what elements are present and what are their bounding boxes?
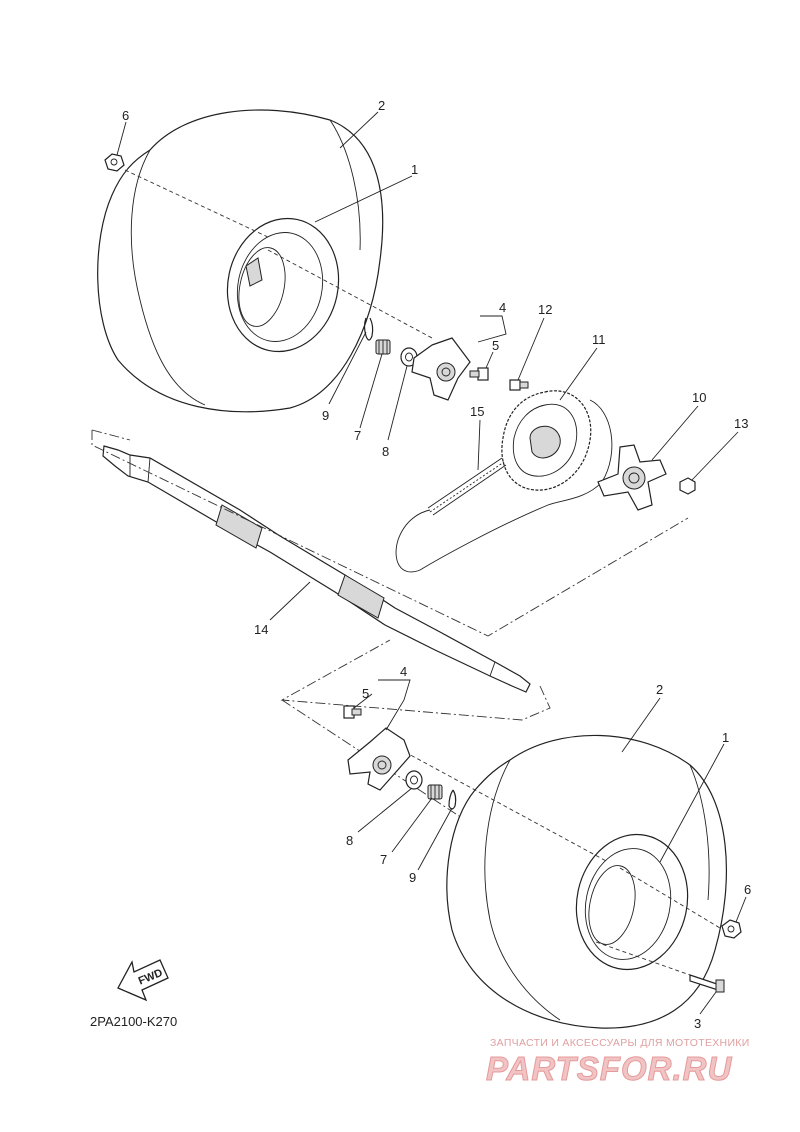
drive-chain[interactable] <box>395 399 613 573</box>
top-wheel-nut[interactable] <box>104 153 125 172</box>
leader-lines <box>116 111 747 1015</box>
callout-14: 14 <box>254 622 268 637</box>
tire-valve[interactable] <box>689 974 725 993</box>
callout-8-top: 8 <box>382 444 389 459</box>
top-cotter-pin[interactable] <box>363 317 374 341</box>
callout-5-bottom: 5 <box>362 686 369 701</box>
bottom-hub[interactable] <box>347 727 411 791</box>
callout-9-top: 9 <box>322 408 329 423</box>
callout-4-top: 4 <box>499 300 506 315</box>
rear-sprocket[interactable] <box>501 390 592 491</box>
callout-10: 10 <box>692 390 706 405</box>
callout-15: 15 <box>470 404 484 419</box>
bottom-rim[interactable] <box>564 824 700 980</box>
callout-5-top: 5 <box>492 338 499 353</box>
callout-2-top: 2 <box>378 98 385 113</box>
callout-2-bottom: 2 <box>656 682 663 697</box>
callout-1-top: 1 <box>411 162 418 177</box>
callout-7-bottom: 7 <box>380 852 387 867</box>
watermark-tagline: ЗАПЧАСТИ И АКСЕССУАРЫ ДЛЯ МОТОТЕХНИКИ <box>490 1037 750 1049</box>
callout-4-bottom: 4 <box>400 664 407 679</box>
bottom-castle-nut[interactable] <box>427 784 443 800</box>
rear-axle[interactable] <box>102 445 531 693</box>
callout-7-top: 7 <box>354 428 361 443</box>
sprocket-bolt[interactable] <box>509 379 529 391</box>
top-castle-nut[interactable] <box>375 339 391 355</box>
callout-9-bottom: 9 <box>409 870 416 885</box>
watermark-brand: PARTSFOR.RU <box>485 1050 733 1088</box>
callout-13: 13 <box>734 416 748 431</box>
bottom-cotter-pin[interactable] <box>448 789 457 810</box>
callout-3: 3 <box>694 1016 701 1031</box>
top-hub-bolt[interactable] <box>469 367 489 381</box>
fwd-arrow-icon: FWD <box>117 959 169 1002</box>
callout-6-bottom: 6 <box>744 882 751 897</box>
bottom-hub-bolt[interactable] <box>343 705 362 719</box>
callout-12: 12 <box>538 302 552 317</box>
top-rim[interactable] <box>215 208 350 362</box>
sprocket-hub[interactable] <box>597 444 667 511</box>
diagram-code: 2PA2100-K270 <box>90 1014 178 1029</box>
callout-1-bottom: 1 <box>722 730 729 745</box>
sprocket-hub-nut[interactable] <box>679 477 696 495</box>
top-hub[interactable] <box>411 337 471 401</box>
bottom-wheel-nut[interactable] <box>721 919 742 939</box>
callout-11: 11 <box>592 332 606 347</box>
callout-8-bottom: 8 <box>346 833 353 848</box>
bottom-washer[interactable] <box>405 770 423 790</box>
callout-6-top: 6 <box>122 108 129 123</box>
